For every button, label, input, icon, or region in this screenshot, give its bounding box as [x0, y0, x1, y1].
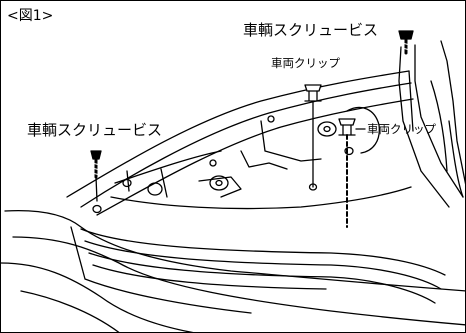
label-screw-right: 車輌スクリュービス	[243, 21, 379, 39]
figure-number: <図1>	[7, 8, 54, 24]
corner-bracket	[398, 40, 465, 208]
mount-bosses	[92, 115, 354, 214]
screw-left	[90, 150, 102, 179]
clip-center	[304, 84, 322, 188]
label-clip-center: 車両クリップ	[271, 56, 340, 70]
upper-beam	[66, 70, 414, 216]
grille-slats	[80, 228, 446, 304]
screw-right	[398, 30, 414, 55]
label-clip-right: 車両クリップ	[367, 122, 436, 136]
inner-frame	[110, 106, 412, 210]
bumper-outline	[4, 209, 465, 292]
label-screw-left: 車輌スクリュービス	[27, 121, 163, 139]
clip-right	[338, 118, 356, 228]
